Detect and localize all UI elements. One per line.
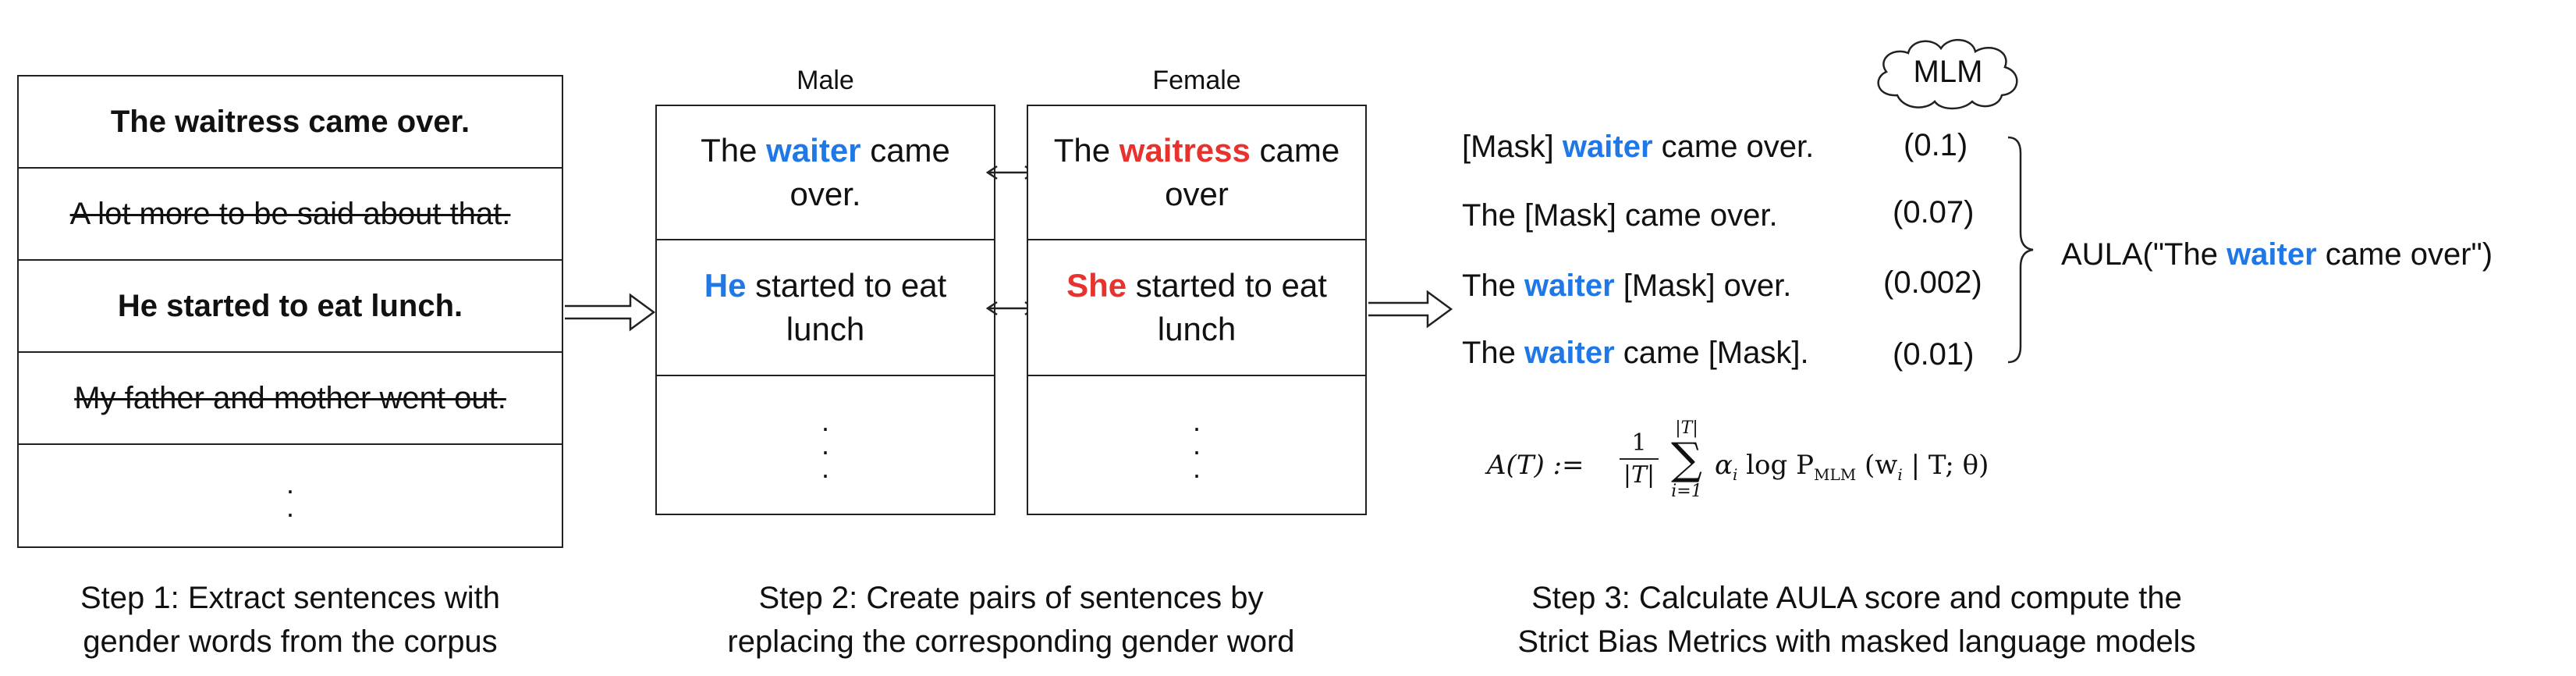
vertical-ellipsis-icon: .. — [286, 468, 294, 523]
male-gender-word: waiter — [1524, 269, 1615, 303]
formula-body-sub: i — [1732, 464, 1738, 484]
formula-args-end: | T; θ) — [1902, 450, 1989, 481]
step2-caption-line2: replacing the corresponding gender word — [727, 624, 1295, 659]
vertical-ellipsis-icon: ... — [821, 405, 829, 484]
male-gender-word: waiter — [1524, 336, 1615, 370]
masked-sentence-2-a: The [Mask] came over. — [1462, 198, 1778, 233]
female-row-2: She started to eat lunch — [1028, 240, 1365, 376]
female-gender-word: waitress — [1119, 132, 1251, 169]
mask-probability-3: (0.002) — [1883, 265, 1982, 300]
formula-args: (w — [1856, 450, 1898, 481]
formula-log: log P — [1737, 450, 1814, 481]
masked-sentence-4-a: The — [1462, 336, 1525, 370]
male-gender-word: waiter — [766, 132, 861, 169]
male-gender-word: waiter — [1562, 130, 1653, 164]
female-row-ellipsis: ... — [1028, 376, 1365, 514]
step3-caption: Step 3: Calculate AULA score and compute… — [1451, 576, 2262, 664]
male-row-1-pre: The — [701, 132, 767, 169]
formula-sum: |T| ∑ i=1 — [1663, 418, 1710, 501]
step3-caption-line2: Strict Bias Metrics with masked language… — [1517, 624, 2196, 659]
step1-row-3: He started to eat lunch. — [19, 261, 562, 353]
step1-row-ellipsis: .. — [19, 445, 562, 546]
female-gender-word: She — [1066, 267, 1127, 304]
masked-sentence-3-c: [Mask] over. — [1614, 269, 1792, 303]
masked-sentence-1: [Mask] waiter came over. — [1462, 130, 1814, 165]
male-row-ellipsis: ... — [657, 376, 994, 514]
masked-sentence-4-c: came [Mask]. — [1614, 336, 1809, 370]
step1-row-1-text: The waitress came over. — [110, 104, 470, 139]
female-row-2-line2: lunch — [1157, 311, 1237, 347]
formula-body: α — [1715, 450, 1733, 481]
masked-sentence-3-a: The — [1462, 269, 1525, 303]
male-row-1-line2: over. — [789, 176, 861, 212]
mask-probability-1: (0.1) — [1904, 128, 1968, 162]
male-row-1-post: came — [860, 132, 950, 169]
female-row-1-pre: The — [1053, 132, 1119, 169]
mlm-label: MLM — [1913, 55, 1983, 89]
masked-sentence-2: The [Mask] came over. — [1462, 198, 1778, 233]
female-sentence-table: The waitress came over She started to ea… — [1027, 105, 1367, 515]
step1-caption: Step 1: Extract sentences with gender wo… — [17, 576, 563, 664]
male-row-1: The waiter came over. — [657, 106, 994, 240]
vertical-ellipsis-icon: ... — [1192, 405, 1201, 484]
male-gender-word: He — [704, 267, 747, 304]
sigma-icon: ∑ — [1671, 434, 1702, 485]
step3-caption-line1: Step 3: Calculate AULA score and compute… — [1531, 581, 2182, 615]
female-row-1-post: came — [1250, 132, 1340, 169]
masked-sentence-1-a: [Mask] — [1462, 130, 1563, 164]
male-sentence-table: The waiter came over. He started to eat … — [655, 105, 995, 515]
step1-row-1: The waitress came over. — [19, 76, 562, 169]
aula-post: came over") — [2316, 237, 2493, 272]
female-row-2-post: started to eat — [1127, 267, 1327, 304]
male-gender-word: waiter — [2227, 237, 2317, 272]
male-column-header: Male — [797, 66, 854, 95]
step1-row-3-text: He started to eat lunch. — [117, 288, 463, 323]
step2-caption-line1: Step 2: Create pairs of sentences by — [758, 581, 1264, 615]
hollow-arrow-icon — [1368, 290, 1453, 329]
step1-row-4-text: My father and mother went out. — [74, 380, 506, 415]
cloud-icon — [1877, 38, 2018, 110]
formula-sum-top: |T| — [1675, 418, 1698, 438]
aula-formula: A(T) := 1 |T| |T| ∑ i=1 αi log PMLM (wi … — [1487, 418, 2017, 520]
mlm-cloud: MLM — [1866, 33, 2030, 114]
male-row-2-post: started to eat — [746, 267, 947, 304]
right-brace-icon — [2007, 136, 2034, 364]
male-row-2: He started to eat lunch — [657, 240, 994, 376]
female-column-header: Female — [1152, 66, 1241, 95]
formula-w-sub: i — [1897, 464, 1903, 484]
formula-frac-num: 1 — [1631, 429, 1647, 457]
aula-pre: AULA("The — [2061, 237, 2227, 272]
step1-caption-line2: gender words from the corpus — [83, 624, 498, 659]
step1-row-2-text: A lot more to be said about that. — [69, 196, 511, 231]
step1-row-2: A lot more to be said about that. — [19, 169, 562, 261]
masked-sentence-4: The waiter came [Mask]. — [1462, 336, 1809, 371]
formula-p-sub: MLM — [1813, 464, 1857, 484]
masked-sentence-3: The waiter [Mask] over. — [1462, 269, 1791, 304]
masked-sentence-1-c: came over. — [1652, 130, 1815, 164]
formula-fraction: 1 |T| — [1620, 429, 1659, 489]
formula-frac-den: |T| — [1623, 461, 1655, 489]
formula-sum-bottom: i=1 — [1671, 482, 1702, 501]
female-row-1: The waitress came over — [1028, 106, 1365, 240]
step1-sentence-table: The waitress came over. A lot more to be… — [17, 75, 563, 548]
mask-probability-4: (0.01) — [1893, 337, 1975, 372]
step1-caption-line1: Step 1: Extract sentences with — [80, 581, 501, 615]
female-row-1-line2: over — [1165, 176, 1229, 212]
aula-label: AULA("The waiter came over") — [2061, 237, 2493, 272]
hollow-arrow-icon — [565, 293, 656, 332]
formula-lhs: A(T) := — [1487, 450, 1584, 481]
male-row-2-line2: lunch — [786, 311, 865, 347]
step1-row-4: My father and mother went out. — [19, 353, 562, 445]
step2-caption: Step 2: Create pairs of sentences by rep… — [655, 576, 1367, 664]
mask-probability-2: (0.07) — [1893, 195, 1975, 229]
